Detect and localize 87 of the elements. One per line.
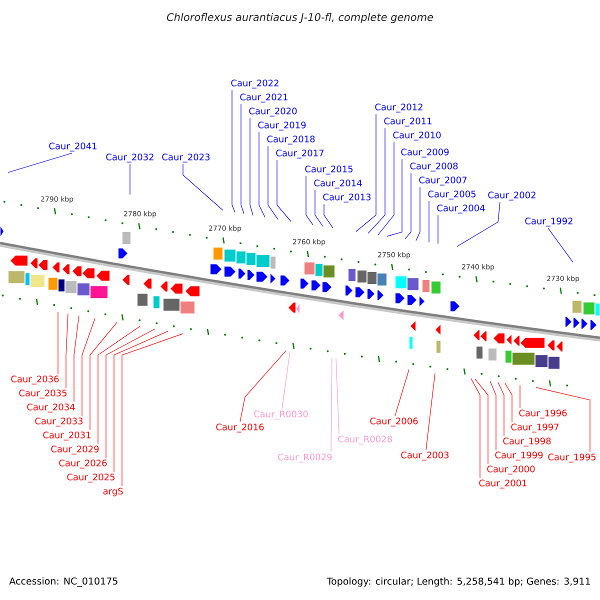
leader-line <box>416 186 420 241</box>
gene-label: argS <box>103 488 123 496</box>
gene-label: Caur_R0029 <box>278 454 332 462</box>
gene-label: Caur_2002 <box>488 192 536 200</box>
gene-label: Caur_1995 <box>548 454 596 462</box>
leader-line <box>106 328 156 458</box>
gene-label: Caur_2006 <box>370 418 418 426</box>
gene-label: Caur_2018 <box>267 136 315 144</box>
gene-label: Caur_1992 <box>525 218 572 226</box>
leader-line <box>324 204 334 228</box>
leader-line <box>306 176 314 226</box>
leader-line <box>394 369 410 416</box>
title: Chloroflexus aurantiacus J-10-fl, complete genome <box>166 12 434 24</box>
leader-line <box>90 322 118 430</box>
gene-label: Caur_2029 <box>51 446 99 454</box>
gene-label: Caur_2021 <box>240 94 288 102</box>
leader-line <box>314 190 324 227</box>
gene-label: Caur_2031 <box>43 432 90 440</box>
leader-line <box>428 200 430 243</box>
gene-label: Caur_2020 <box>249 108 297 116</box>
leader-line <box>548 228 574 263</box>
gene-label: Caur_1998 <box>503 438 551 446</box>
leader-line <box>536 387 590 452</box>
gene-label: Caur_2033 <box>35 418 83 426</box>
leader-line <box>504 382 512 422</box>
gene-label: Caur_2015 <box>305 166 353 174</box>
leader-line <box>276 160 292 222</box>
gene-label: Caur_2014 <box>314 180 362 188</box>
leader-line <box>66 313 68 388</box>
footer-text: Topology: circular; Length: 5,258,541 bp; Genes: 3,911 <box>326 577 590 587</box>
leader-line <box>98 326 140 444</box>
leader-line <box>470 378 480 478</box>
leader-line <box>368 128 386 234</box>
gene-label: Caur_R0028 <box>338 436 392 444</box>
leader-line <box>82 318 96 416</box>
footer-text: Accession: NC_010175 <box>9 577 118 587</box>
leader-line <box>474 378 488 464</box>
leader-line <box>114 330 168 472</box>
leader-line <box>268 146 278 220</box>
gene-label: Caur_2017 <box>276 150 324 158</box>
leader-line <box>456 202 500 247</box>
gene-label: Caur_2003 <box>401 452 449 460</box>
leader-line <box>240 104 244 214</box>
leader-line <box>232 90 236 213</box>
gene-label: Caur_1997 <box>511 424 559 432</box>
gene-label: Caur_2019 <box>258 122 306 130</box>
leader-line <box>336 358 340 434</box>
leader-line <box>330 358 332 452</box>
leader-line <box>250 118 254 216</box>
leader-line <box>282 351 290 410</box>
gene-label: Caur_2010 <box>393 132 441 140</box>
gene-label: Caur_2012 <box>375 104 422 112</box>
leader-line <box>182 164 224 211</box>
gene-label: Caur_2022 <box>231 80 278 88</box>
leader-line <box>378 142 394 236</box>
leader-line <box>404 172 412 240</box>
gene-label: Caur_2005 <box>428 190 476 200</box>
gene-label: Caur_2008 <box>410 162 458 172</box>
gene-label: Caur_2034 <box>27 404 75 412</box>
gene-label: Caur_2026 <box>59 460 107 468</box>
gene-label: Caur_1999 <box>495 452 543 460</box>
gene-label: Caur_2036 <box>11 376 59 384</box>
gene-label: Caur_2001 <box>479 480 526 488</box>
leader-line <box>426 373 436 450</box>
gene-label: Caur_2009 <box>401 148 449 158</box>
gene-label: Caur_2041 <box>49 142 96 152</box>
leader-line <box>386 158 402 237</box>
gene-label: Caur_2000 <box>487 466 535 474</box>
leader-line <box>356 114 376 232</box>
gene-label: Caur_2025 <box>67 474 114 482</box>
gene-label: Caur_R0030 <box>254 410 308 420</box>
leader-line <box>8 152 72 173</box>
gene-label: Caur_2004 <box>437 204 485 214</box>
gene-label: Caur_2032 <box>106 154 154 162</box>
leader-line <box>498 382 504 436</box>
gene-label: Caur_1996 <box>519 410 567 418</box>
leader-line <box>74 315 80 402</box>
gene-label: Caur_2023 <box>162 154 210 162</box>
leader-line <box>490 380 496 450</box>
gene-label: Caur_2011 <box>384 118 432 126</box>
leader-line <box>122 333 184 486</box>
gene-label: Caur_2007 <box>419 176 467 186</box>
gene-label: Caur_2016 <box>216 424 264 432</box>
gene-label: Caur_2035 <box>19 390 66 398</box>
leader-line <box>240 350 286 422</box>
gene-label: Caur_2013 <box>323 194 371 202</box>
leader-line <box>258 132 266 218</box>
